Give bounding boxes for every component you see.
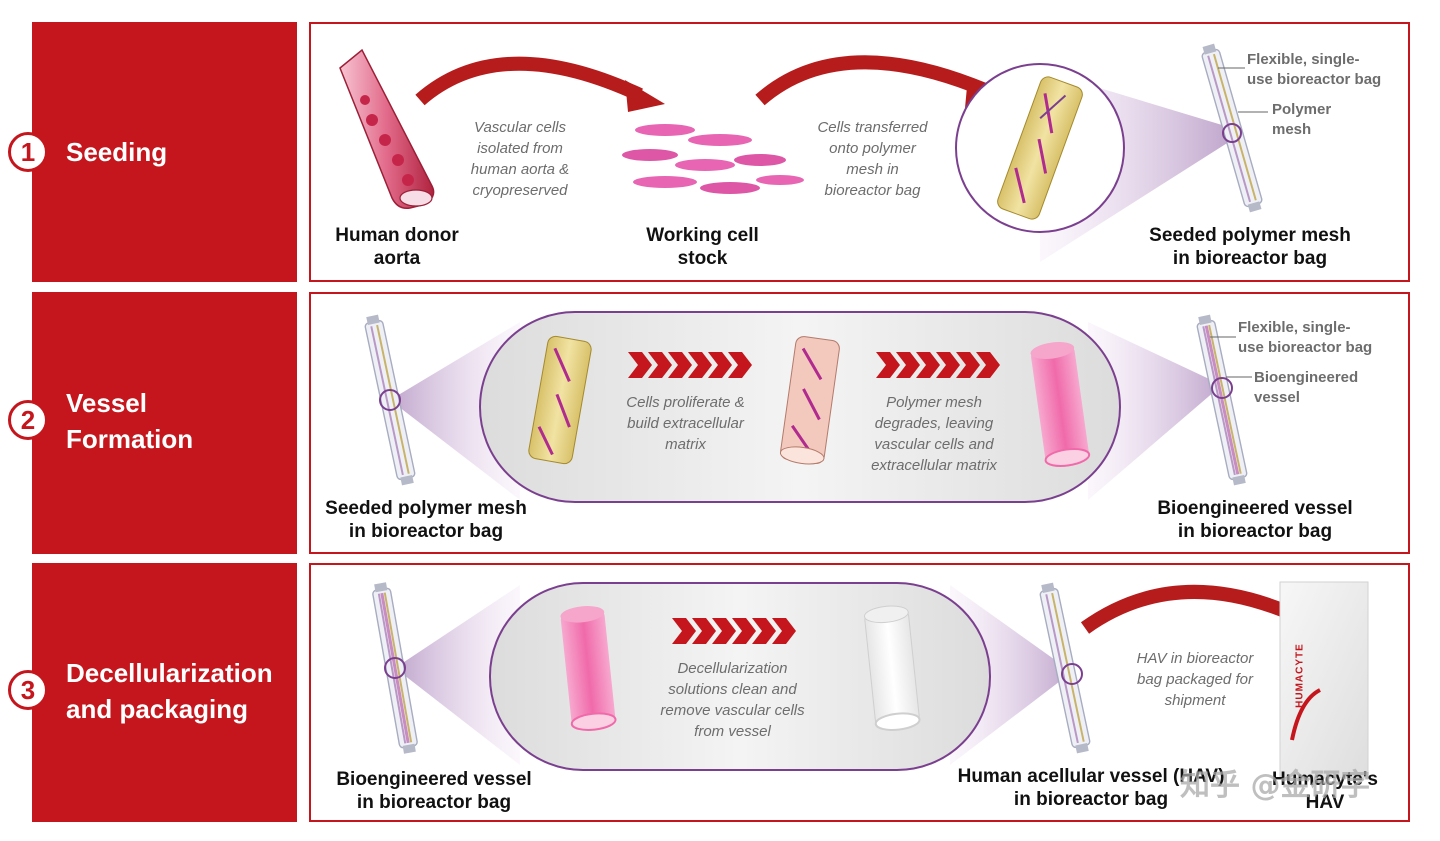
bag-magnifier-3b bbox=[1061, 663, 1083, 685]
stage-1-title: Seeding bbox=[66, 137, 168, 167]
curved-arrow-1 bbox=[415, 56, 643, 106]
seeded-mesh-tube-icon bbox=[997, 76, 1083, 220]
stage-3-panel bbox=[309, 563, 1410, 822]
mesh-tube-icon-2 bbox=[528, 335, 592, 465]
label-seeded-mesh-2: Seeded polymer mesh in bioreactor bag bbox=[325, 498, 527, 542]
callout-bioreactor-bag-1: Flexible, single- use bioreactor bag bbox=[1247, 51, 1382, 88]
caption-cells-proliferate: Cells proliferate & build extracellular … bbox=[626, 394, 745, 453]
callout-bioreactor-bag-2: Flexible, single- use bioreactor bag bbox=[1238, 319, 1373, 356]
stage-3-block: 3 Decellularization and packaging bbox=[8, 563, 297, 822]
curved-arrow-3 bbox=[1080, 585, 1309, 634]
label-human-donor-aorta: Human donor aorta bbox=[335, 225, 459, 269]
caption-hav-packaged: HAV in bioreactor bag packaged for shipm… bbox=[1136, 650, 1254, 709]
stage-2-panel bbox=[309, 292, 1410, 554]
zoom-cone-2b bbox=[1088, 322, 1222, 500]
label-human-acellular-vessel: Human acellular vessel (HAV) in bioreact… bbox=[957, 766, 1225, 810]
stage-1-panel bbox=[309, 22, 1410, 282]
stage-3-graphics bbox=[370, 580, 1369, 779]
bag-magnifier-1 bbox=[1222, 123, 1242, 143]
bioreactor-bag-icon-2b bbox=[1194, 313, 1250, 487]
product-box-icon bbox=[1279, 581, 1369, 779]
zoom-cone-2a bbox=[390, 322, 520, 500]
stage-1-graphics bbox=[339, 41, 1268, 262]
caption-decellularization: Decellularization solutions clean and re… bbox=[660, 660, 805, 740]
callout-polymer-mesh: Polymer mesh bbox=[1272, 101, 1332, 138]
bag-magnifier-2b bbox=[1211, 377, 1233, 399]
label-working-cell-stock: Working cell stock bbox=[646, 225, 759, 269]
caption-cells-isolated: Vascular cells isolated from human aorta… bbox=[470, 119, 570, 199]
cell-stock-illustration bbox=[622, 124, 804, 194]
caption-mesh-degrades: Polymer mesh degrades, leaving vascular … bbox=[871, 394, 997, 474]
stage-2-title: Vessel Formation bbox=[66, 388, 194, 454]
stage-2-block: 2 Vessel Formation bbox=[8, 292, 297, 554]
caption-cells-transferred: Cells transferred onto polymer mesh in b… bbox=[817, 119, 928, 199]
pink-vessel-icon-3 bbox=[560, 606, 617, 731]
label-humacyte-hav: Humacyte's HAV bbox=[1272, 769, 1378, 813]
callout-bioengineered-vessel: Bioengineered vessel bbox=[1254, 369, 1359, 406]
white-vessel-icon bbox=[863, 605, 921, 731]
pink-vessel-icon-2 bbox=[1030, 342, 1091, 467]
label-bioengineered-vessel-3: Bioengineered vessel in bioreactor bag bbox=[336, 769, 532, 813]
bag-magnifier-2a bbox=[379, 389, 401, 411]
curved-arrow-2 bbox=[755, 55, 988, 106]
stage-2-number: 2 bbox=[8, 400, 48, 440]
bioreactor-bag-icon-3a bbox=[370, 580, 420, 756]
humacyte-box-logo: HUMACYTE bbox=[1294, 643, 1306, 708]
curved-arrow-1-head bbox=[625, 80, 665, 112]
degrading-tube-icon bbox=[779, 336, 840, 465]
aorta-illustration bbox=[339, 48, 435, 210]
stage-3-number: 3 bbox=[8, 670, 48, 710]
stage-1-block: 1 Seeding bbox=[8, 22, 297, 282]
watermark: 知乎 @金研字 bbox=[1180, 768, 1371, 803]
stage-1-number: 1 bbox=[8, 132, 48, 172]
stage-2-graphics bbox=[362, 311, 1252, 503]
stage-3-title: Decellularization and packaging bbox=[66, 658, 273, 724]
bag-magnifier-3a bbox=[384, 657, 406, 679]
zoom-cone-3a bbox=[395, 585, 520, 765]
label-bioengineered-vessel-2: Bioengineered vessel in bioreactor bag bbox=[1157, 498, 1353, 542]
label-seeded-mesh-1: Seeded polymer mesh in bioreactor bag bbox=[1149, 225, 1351, 269]
